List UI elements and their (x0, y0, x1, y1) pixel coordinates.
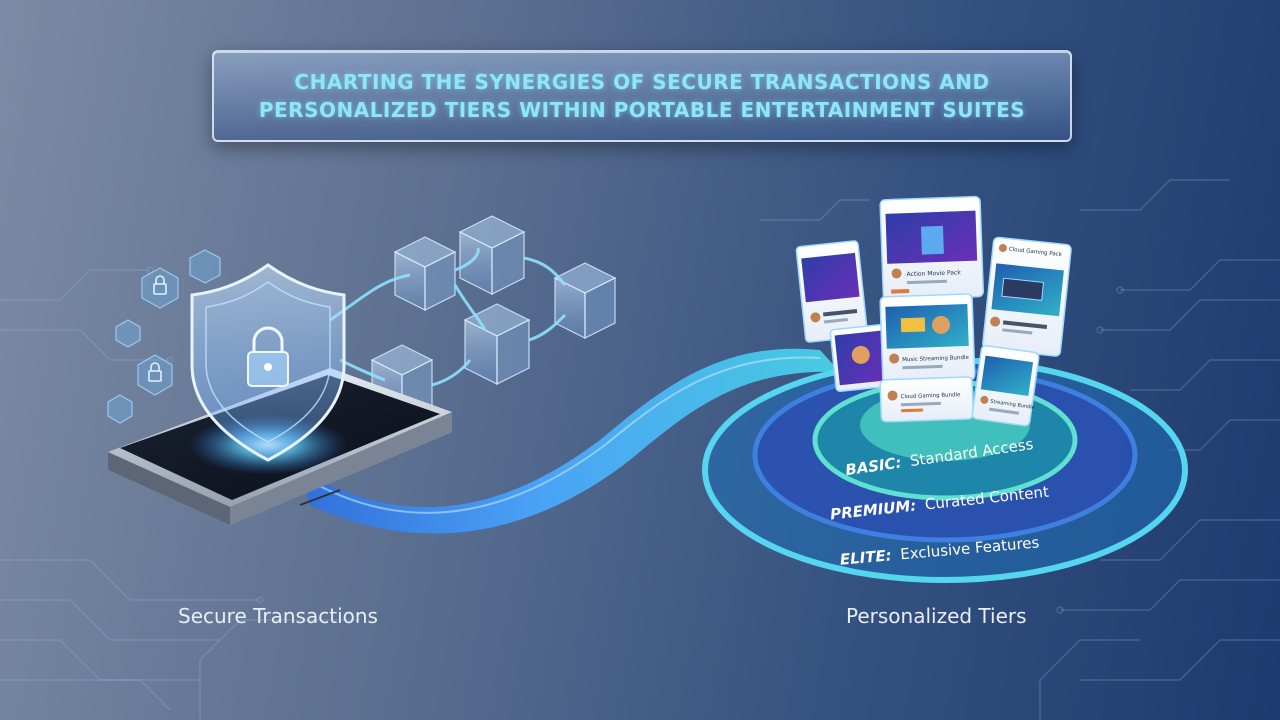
lock-icon (247, 326, 289, 387)
small-lock-icon (148, 275, 167, 382)
card-right-top: Cloud Gaming Pack (982, 236, 1072, 357)
ribbon-highlight (304, 356, 821, 514)
svg-text:Cloud Gaming Pack: Cloud Gaming Pack (1008, 247, 1062, 259)
circuit-lines (0, 179, 1280, 720)
tier-rings (702, 357, 1188, 583)
svg-text:Music Streaming Bundle: Music Streaming Bundle (902, 355, 969, 363)
caption-secure-transactions: Secure Transactions (178, 604, 378, 628)
card-bottom: Cloud Gaming Bundle (879, 376, 974, 423)
card-center: Music Streaming Bundle (879, 293, 976, 384)
blockchain-cubes (370, 215, 617, 421)
caption-personalized-tiers: Personalized Tiers (846, 604, 1027, 628)
network-links (329, 247, 567, 387)
card-right-bottom: Streaming Bundle (971, 344, 1040, 427)
title-line-2: PERSONALIZED TIERS WITHIN PORTABLE ENTER… (258, 98, 1026, 122)
card-left-small (795, 240, 869, 343)
title-banner: CHARTING THE SYNERGIES OF SECURE TRANSAC… (212, 50, 1072, 142)
title-line-1: CHARTING THE SYNERGIES OF SECURE TRANSAC… (294, 70, 990, 94)
card-left-lower (829, 323, 892, 393)
card-top: Action Movie Pack (879, 195, 985, 301)
svg-text:Action Movie Pack: Action Movie Pack (906, 269, 961, 278)
floating-lock-icons (107, 249, 221, 424)
svg-text:Cloud Gaming Bundle: Cloud Gaming Bundle (901, 392, 962, 400)
connection-ribbon (300, 348, 840, 534)
